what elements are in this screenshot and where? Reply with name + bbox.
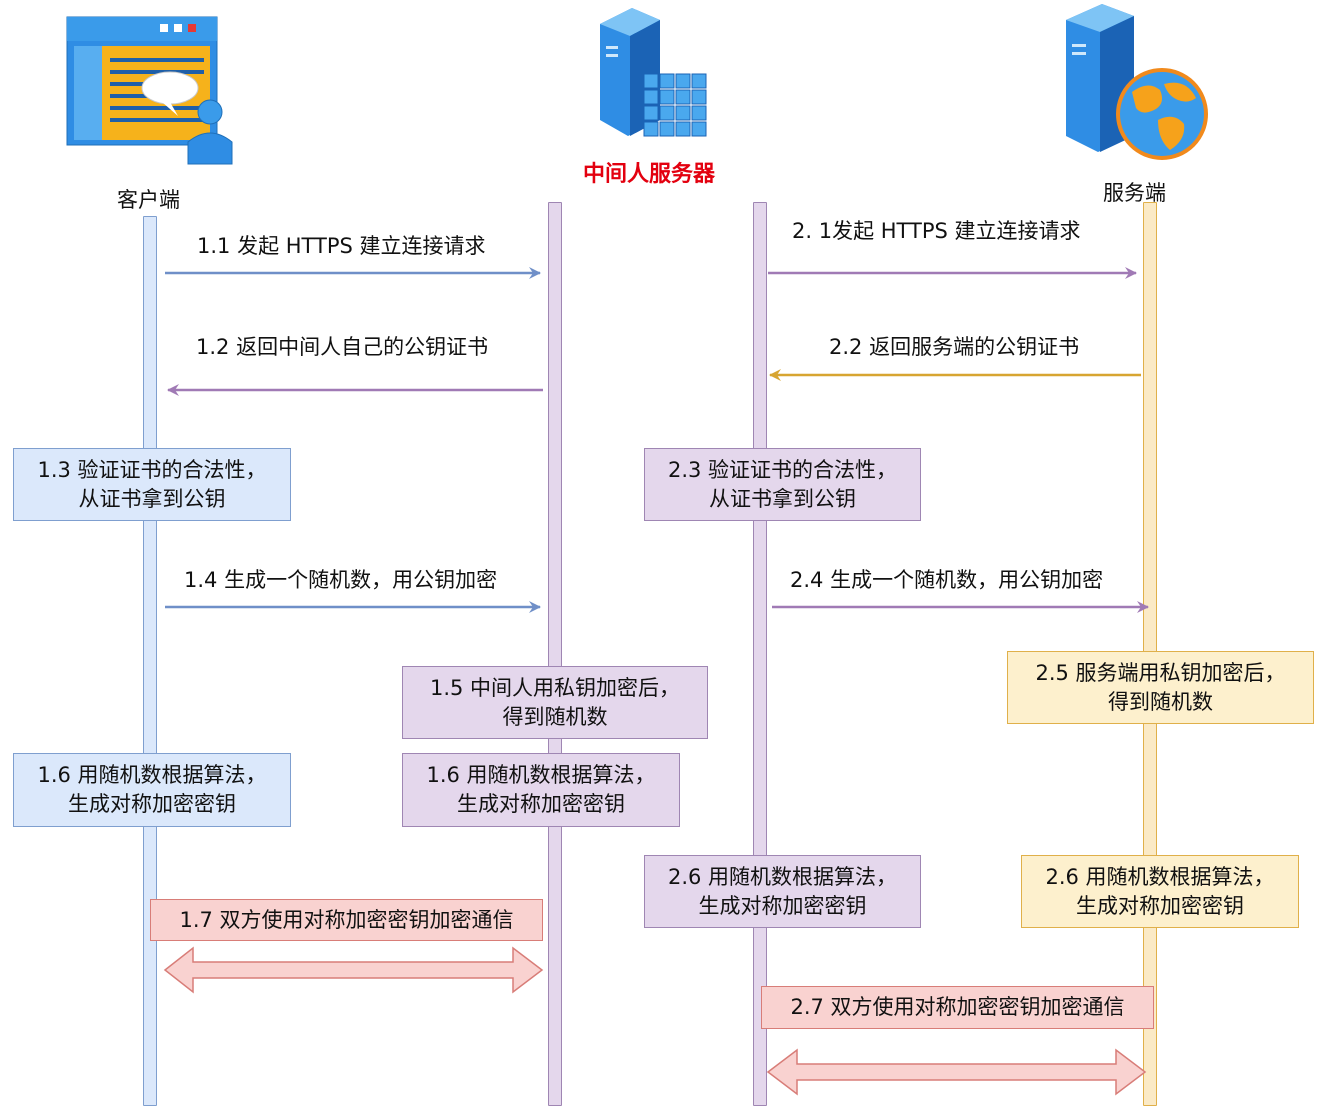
message-2-2: 2.2 返回服务端的公钥证书	[829, 335, 1080, 359]
message-2-1: 2. 1发起 HTTPS 建立连接请求	[792, 219, 1081, 243]
mitm-label: 中间人服务器	[583, 162, 716, 187]
note-2-6-server: 2.6 用随机数根据算法，生成对称加密密钥	[1021, 855, 1299, 928]
note-1-5: 1.5 中间人用私钥加密后，得到随机数	[402, 666, 708, 739]
browser-user-icon	[66, 16, 233, 165]
note-2-3: 2.3 验证证书的合法性，从证书拿到公钥	[644, 448, 921, 521]
message-1-2: 1.2 返回中间人自己的公钥证书	[196, 335, 489, 359]
note-2-5: 2.5 服务端用私钥加密后，得到随机数	[1007, 651, 1314, 724]
message-1-1: 1.1 发起 HTTPS 建立连接请求	[197, 234, 486, 258]
note-2-6-mitm: 2.6 用随机数根据算法，生成对称加密密钥	[644, 855, 921, 928]
message-2-4: 2.4 生成一个随机数，用公钥加密	[790, 568, 1104, 592]
note-1-3: 1.3 验证证书的合法性，从证书拿到公钥	[13, 448, 291, 521]
double-arrow-2-7	[766, 1048, 1147, 1096]
message-1-4: 1.4 生成一个随机数，用公钥加密	[184, 568, 498, 592]
server-database-icon	[600, 8, 707, 137]
client-label: 客户端	[117, 188, 180, 212]
note-1-6-mitm: 1.6 用随机数根据算法，生成对称加密密钥	[402, 753, 680, 827]
note-1-7: 1.7 双方使用对称加密密钥加密通信	[150, 899, 543, 941]
server-globe-icon	[1066, 4, 1208, 160]
server-label: 服务端	[1103, 181, 1166, 205]
double-arrow-1-7	[163, 946, 544, 994]
note-2-7: 2.7 双方使用对称加密密钥加密通信	[761, 986, 1154, 1029]
note-1-6-client: 1.6 用随机数根据算法，生成对称加密密钥	[13, 753, 291, 827]
